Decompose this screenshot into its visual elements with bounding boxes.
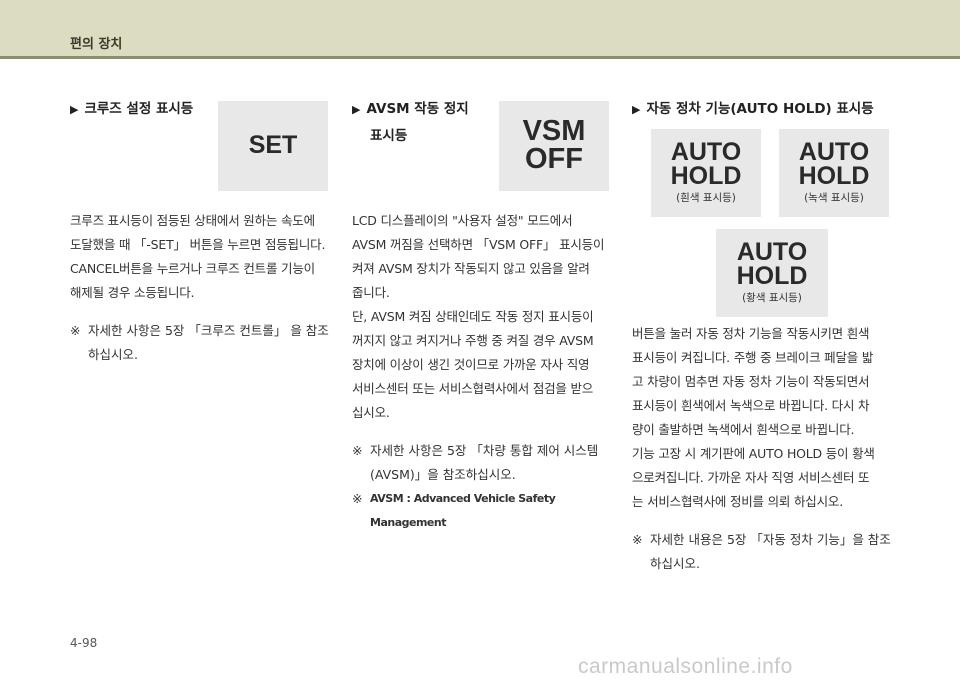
triangle-bullet-icon: ▶ [352,103,361,116]
avsm-paragraph: LCD 디스플레이의 "사용자 설정" 모드에서 AVSM 꺼짐을 선택하면 「… [352,209,612,425]
avsm-abbrev-note: ※ AVSM : Advanced Vehicle Safety Managem… [352,487,612,535]
cruise-set-note: ※ 자세한 사항은 5장 「크루즈 컨트롤」 을 참조하십시오. [70,319,332,367]
avsm-note: ※ 자세한 사항은 5장 「차량 통합 제어 시스템(AVSM)」을 참조하십시… [352,439,612,487]
cruise-set-paragraph: 크루즈 표시등이 점등된 상태에서 원하는 속도에 도달했을 때 「-SET」 … [70,209,332,305]
auto-hold-caption: (황색 표시등) [742,292,802,305]
section-avsm-off: ▶ AVSM 작동 정지 표시등 [352,98,612,147]
avsm-heading: ▶ AVSM 작동 정지 [352,98,612,121]
avsm-note-text: 자세한 사항은 5장 「차량 통합 제어 시스템(AVSM)」을 참조하십시오. [370,443,599,482]
auto-hold-note-text: 자세한 내용은 5장 「자동 정차 기능」을 참조하십시오. [650,532,891,571]
note-mark: ※ [352,443,363,458]
note-mark: ※ [352,491,363,506]
auto-hold-line: 는 서비스협력사에 정비를 의뢰 하십시오. [632,494,843,509]
avsm-line: 십시오. [352,405,390,420]
auto-hold-line1: AUTO [798,137,870,166]
avsm-line: 켜져 AVSM 장치가 작동되지 않고 있음을 알려 [352,261,590,276]
auto-hold-paragraph: 버튼을 눌러 자동 정차 기능을 작동시키면 흰색 표시등이 켜집니다. 주행 … [632,322,894,514]
auto-hold-amber-indicator: AUTO HOLD (황색 표시등) [716,229,828,317]
auto-hold-body: 버튼을 눌러 자동 정차 기능을 작동시키면 흰색 표시등이 켜집니다. 주행 … [632,322,894,576]
auto-hold-line2: HOLD [736,261,808,290]
vsm-off-indicator: VSM OFF [499,101,609,191]
auto-hold-heading: ▶ 자동 정차 기능(AUTO HOLD) 표시등 [632,98,894,121]
vsm-off-line1: VSM [522,115,586,148]
set-indicator-text: SET [248,131,298,160]
header-title: 편의 장치 [70,37,123,52]
auto-hold-heading-text: 자동 정차 기능(AUTO HOLD) 표시등 [646,101,874,117]
triangle-bullet-icon: ▶ [70,103,79,116]
auto-hold-note: ※ 자세한 내용은 5장 「자동 정차 기능」을 참조하십시오. [632,528,894,576]
cruise-set-line: 도달했을 때 「-SET」 버튼을 누르면 점등됩니다. [70,237,326,252]
vsm-off-line2: OFF [525,143,583,175]
auto-hold-white-indicator: AUTO HOLD (흰색 표시등) [651,129,761,217]
auto-hold-line: 기능 고장 시 계기판에 AUTO HOLD 등이 황색 [632,446,875,461]
note-mark: ※ [632,532,643,547]
avsm-line: AVSM 꺼짐을 선택하면 「VSM OFF」 표시등이 [352,237,605,252]
avsm-line: LCD 디스플레이의 "사용자 설정" 모드에서 [352,213,573,228]
auto-hold-caption: (흰색 표시등) [676,192,736,205]
avsm-heading-line2: 표시등 [370,128,408,144]
cruise-set-note-text: 자세한 사항은 5장 「크루즈 컨트롤」 을 참조하십시오. [88,323,329,362]
header-band [0,0,960,56]
avsm-line: 줍니다. [352,285,390,300]
note-mark: ※ [70,323,81,338]
watermark: carmanualsonline.info [578,655,793,678]
header-rule [0,56,960,59]
cruise-set-body: 크루즈 표시등이 점등된 상태에서 원하는 속도에 도달했을 때 「-SET」 … [70,209,332,367]
auto-hold-line1: AUTO [736,237,808,266]
auto-hold-line2: HOLD [670,161,742,190]
set-indicator: SET [218,101,328,191]
cruise-set-heading-text: 크루즈 설정 표시등 [84,101,194,117]
cruise-set-heading: ▶ 크루즈 설정 표시등 [70,98,332,121]
cruise-set-line: CANCEL버튼을 누르거나 크루즈 컨트롤 기능이 [70,261,315,276]
auto-hold-line: 고 차량이 멈추면 자동 정차 기능이 작동되면서 [632,374,870,389]
auto-hold-line: 량이 출발하면 녹색에서 흰색으로 바뀝니다. [632,422,855,437]
avsm-line: 장치에 이상이 생긴 것이므로 가까운 자사 직영 [352,357,590,372]
avsm-line: 꺼지지 않고 켜지거나 주행 중 켜질 경우 AVSM [352,333,594,348]
cruise-set-line: 크루즈 표시등이 점등된 상태에서 원하는 속도에 [70,213,315,228]
auto-hold-line: 표시등이 켜집니다. 주행 중 브레이크 페달을 밟 [632,350,874,365]
section-auto-hold: ▶ 자동 정차 기능(AUTO HOLD) 표시등 [632,98,894,121]
triangle-bullet-icon: ▶ [632,103,641,116]
auto-hold-line: 표시등이 흰색에서 녹색으로 바뀝니다. 다시 차 [632,398,870,413]
auto-hold-green-indicator: AUTO HOLD (녹색 표시등) [779,129,889,217]
avsm-body: LCD 디스플레이의 "사용자 설정" 모드에서 AVSM 꺼짐을 선택하면 「… [352,209,612,535]
avsm-abbrev-text: AVSM : Advanced Vehicle Safety Managemen… [370,492,556,529]
avsm-line: 서비스센터 또는 서비스협력사에서 점검을 받으 [352,381,594,396]
cruise-set-line: 해제될 경우 소등됩니다. [70,285,195,300]
auto-hold-caption: (녹색 표시등) [804,192,864,205]
avsm-line: 단, AVSM 켜짐 상태인데도 작동 정지 표시등이 [352,309,594,324]
page-number: 4-98 [70,636,98,650]
auto-hold-line1: AUTO [670,137,742,166]
avsm-heading-line1: AVSM 작동 정지 [366,101,469,117]
section-cruise-set: ▶ 크루즈 설정 표시등 [70,98,332,121]
auto-hold-line2: HOLD [798,161,870,190]
auto-hold-line: 버튼을 눌러 자동 정차 기능을 작동시키면 흰색 [632,326,870,341]
auto-hold-line: 으로켜집니다. 가까운 자사 직영 서비스센터 또 [632,470,870,485]
